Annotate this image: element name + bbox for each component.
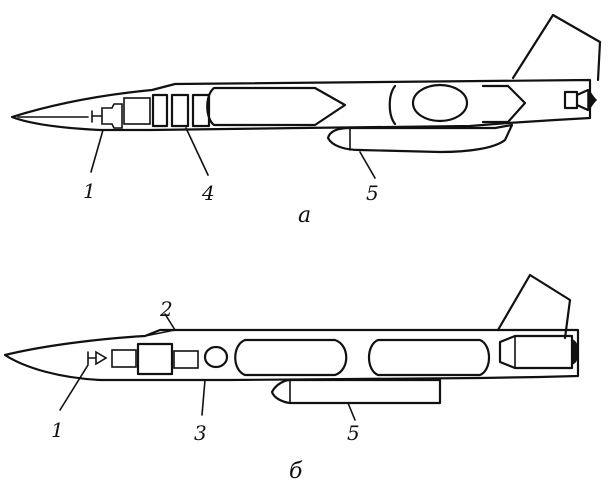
- fuel-tank-2-b: [367, 338, 491, 377]
- leader-2-b: [164, 313, 176, 331]
- radar-unit-b: [87, 350, 108, 366]
- label-1-b: 1: [51, 418, 64, 442]
- fuel-tank-front-a: [206, 86, 347, 127]
- label-1-a: 1: [83, 179, 96, 203]
- equipment-box-a: [123, 97, 151, 125]
- nozzle-a: [563, 90, 579, 110]
- fuel-tank-1-b: [234, 338, 348, 377]
- label-4-a: 4: [201, 181, 215, 205]
- equipment-block-2-a: [170, 93, 190, 128]
- equipment-block-3-a: [191, 93, 211, 128]
- label-3-b: 3: [194, 421, 207, 445]
- exhaust-a: [587, 90, 598, 110]
- ventral-pod-b: [270, 378, 442, 405]
- tail-fin-a: [511, 13, 602, 82]
- caption-a: а: [298, 203, 311, 228]
- ventral-pod-a: [326, 123, 514, 154]
- figure-b: 1 2 3 5 б: [3, 273, 580, 484]
- leader-5-a: [359, 151, 376, 179]
- leader-5-b: [347, 402, 356, 421]
- label-5-a: 5: [366, 181, 379, 205]
- leader-1-b: [59, 364, 89, 411]
- equipment-block-1-a: [151, 93, 169, 128]
- tail-fin-b: [496, 273, 572, 340]
- rear-tank-a: [481, 84, 527, 124]
- equipment-box-2-b: [173, 350, 199, 369]
- bulkhead-a: [388, 84, 397, 126]
- caption-b: б: [289, 459, 303, 484]
- fuselage-a: [10, 78, 592, 132]
- leader-4-a: [185, 127, 209, 176]
- nozzle-b: [498, 334, 574, 370]
- leader-3-b: [201, 379, 206, 416]
- equipment-block-b: [136, 342, 174, 376]
- figure-a: 1 4 5 а: [10, 13, 602, 228]
- cockpit-line-b: [144, 329, 176, 337]
- exhaust-b: [571, 339, 579, 365]
- oval-tank-a: [411, 83, 469, 123]
- radar-unit-a: [91, 103, 123, 129]
- leader-1-a: [90, 129, 104, 173]
- equipment-box-b: [111, 349, 137, 368]
- fuselage-b: [3, 328, 580, 382]
- label-2-b: 2: [159, 297, 173, 321]
- label-5-b: 5: [347, 421, 360, 445]
- round-unit-b: [203, 345, 229, 369]
